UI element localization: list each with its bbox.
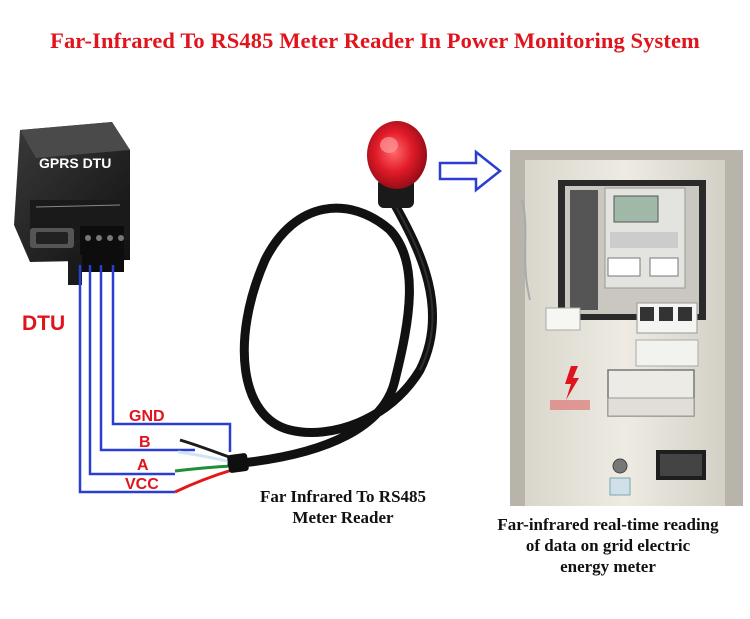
- reader-caption: Far Infrared To RS485 Meter Reader: [218, 486, 468, 528]
- wire-label-gnd: GND: [129, 408, 165, 425]
- lightning-warning-icon: [565, 366, 579, 400]
- dtu-device: GPRS DTU: [14, 122, 130, 285]
- wire-label-a: A: [137, 457, 149, 474]
- dtu-device-label: GPRS DTU: [39, 155, 111, 171]
- dtu-side-label: DTU: [22, 312, 66, 335]
- red-lens: [367, 121, 427, 189]
- meter-caption: Far-infrared real-time reading of data o…: [466, 514, 750, 577]
- wire-label-b: B: [139, 434, 151, 451]
- reader-caption-line1: Far Infrared To RS485: [259, 487, 427, 506]
- page-title: Far-Infrared To RS485 Meter Reader In Po…: [50, 28, 700, 53]
- probe-cable: [227, 200, 438, 469]
- direction-arrow-icon: [438, 149, 503, 193]
- blue-wires: [78, 265, 232, 494]
- meter-caption-line2: of data on grid electric: [525, 536, 691, 555]
- cable-wire-ends: [174, 438, 233, 494]
- reader-caption-line2: Meter Reader: [292, 508, 394, 527]
- wire-label-vcc: VCC: [125, 476, 159, 493]
- terminal-block: [80, 226, 124, 272]
- infrared-probe: [227, 121, 438, 473]
- energy-meter: [510, 150, 743, 506]
- meter-caption-line3: energy meter: [560, 557, 656, 576]
- meter-caption-line1: Far-infrared real-time reading: [497, 515, 719, 534]
